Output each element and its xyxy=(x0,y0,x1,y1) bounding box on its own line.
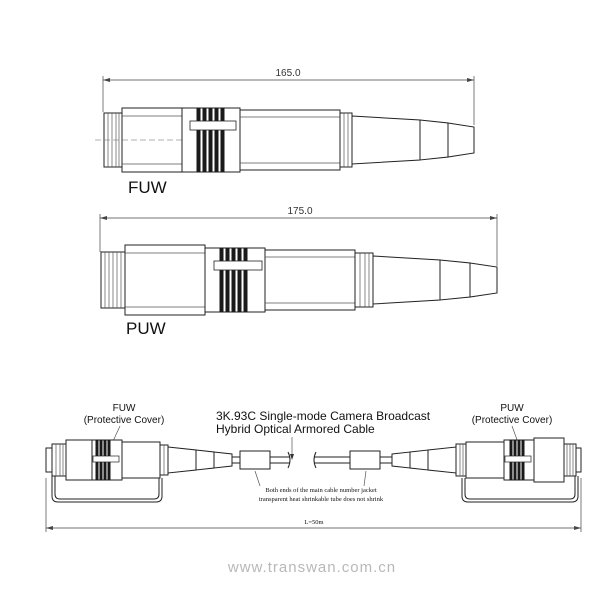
cable-note-line1: Both ends of the main cable number jacke… xyxy=(265,487,377,494)
assembly-right-sublabel: (Protective Cover) xyxy=(472,415,553,426)
cable-note-line2: transparent heat shrinkable tube does no… xyxy=(259,496,384,503)
puw-dimension: 175.0 xyxy=(287,206,312,217)
fuw-label: FUW xyxy=(128,178,167,197)
puw-connector-drawing: 175.0 PUW xyxy=(99,206,498,338)
assembly-length: L=50m xyxy=(304,519,323,526)
fuw-dimension: 165.0 xyxy=(275,68,300,79)
puw-label: PUW xyxy=(126,319,166,338)
cable-title-line1: 3K.93C Single-mode Camera Broadcast xyxy=(216,409,431,423)
assembly-left-label: FUW xyxy=(113,403,136,414)
watermark: www.transwan.com.cn xyxy=(227,559,396,576)
fuw-connector-drawing: 165.0 FUW xyxy=(95,68,475,197)
assembly-left-sublabel: (Protective Cover) xyxy=(84,415,165,426)
assembly-right-label: PUW xyxy=(500,403,524,414)
cable-title-line2: Hybrid Optical Armored Cable xyxy=(216,422,375,436)
cable-assembly-drawing: FUW (Protective Cover) PUW (Protective C… xyxy=(45,403,582,532)
